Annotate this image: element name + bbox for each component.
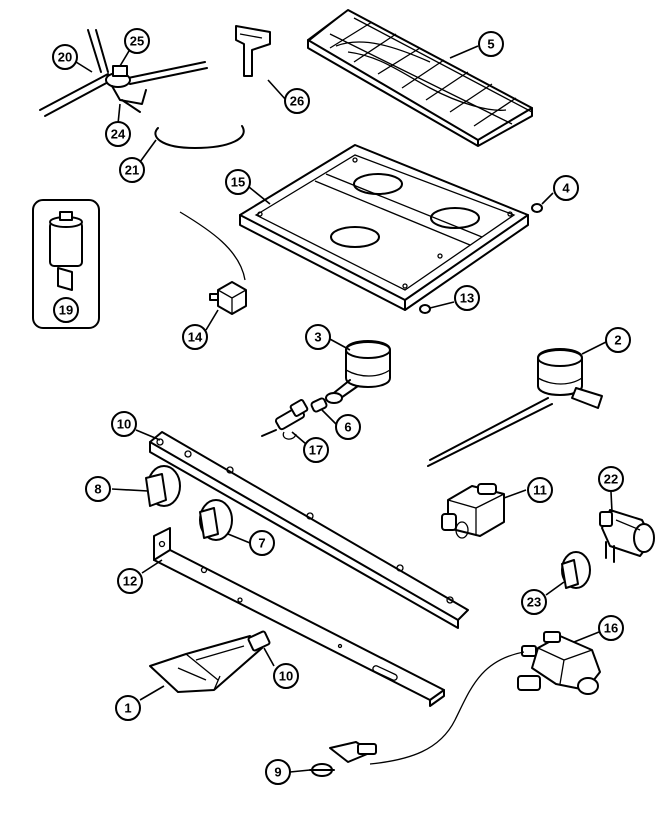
svg-text:14: 14 xyxy=(188,330,203,345)
cooktop xyxy=(239,144,529,311)
svg-text:8: 8 xyxy=(94,482,101,497)
svg-text:22: 22 xyxy=(604,472,618,487)
callout-10-upper: 10 xyxy=(111,411,137,437)
svg-text:16: 16 xyxy=(604,621,618,636)
callout-11: 11 xyxy=(527,477,553,503)
callout-25: 25 xyxy=(124,28,150,54)
callout-20: 20 xyxy=(52,44,78,70)
manifold-bracket xyxy=(149,431,469,629)
bracket xyxy=(235,25,271,77)
callout-21: 21 xyxy=(119,157,145,183)
svg-text:5: 5 xyxy=(487,37,494,52)
svg-text:25: 25 xyxy=(130,34,144,49)
burner-head-right xyxy=(427,348,603,467)
control-knob-23 xyxy=(561,551,591,589)
callout-8: 8 xyxy=(85,476,111,502)
callout-4: 4 xyxy=(553,175,579,201)
svg-text:17: 17 xyxy=(309,443,323,458)
orifice-cylinder-box xyxy=(32,199,100,329)
callout-3: 3 xyxy=(305,324,331,350)
control-knob-8 xyxy=(145,465,181,507)
thermocouple xyxy=(309,651,525,777)
callout-24: 24 xyxy=(105,121,131,147)
leader-lines xyxy=(75,45,613,773)
callout-14: 14 xyxy=(182,324,208,350)
callout-23: 23 xyxy=(521,589,547,615)
burner-head-left xyxy=(325,340,391,404)
svg-text:13: 13 xyxy=(460,291,474,306)
svg-text:21: 21 xyxy=(125,163,139,178)
callout-26: 26 xyxy=(284,88,310,114)
callout-5: 5 xyxy=(478,31,504,57)
svg-text:4: 4 xyxy=(562,181,570,196)
control-knob-7 xyxy=(199,499,233,541)
callout-6: 6 xyxy=(335,414,361,440)
nut xyxy=(531,203,543,213)
svg-text:26: 26 xyxy=(290,94,304,109)
burner-grate xyxy=(307,9,533,147)
igniter xyxy=(179,211,247,315)
svg-text:9: 9 xyxy=(274,765,281,780)
orifice-fitting xyxy=(310,397,328,413)
callout-22: 22 xyxy=(598,466,624,492)
callout-1: 1 xyxy=(115,695,141,721)
svg-text:19: 19 xyxy=(59,303,73,318)
svg-text:20: 20 xyxy=(58,50,72,65)
valve-bracket-plate xyxy=(149,630,271,693)
svg-text:10: 10 xyxy=(117,417,131,432)
callout-16: 16 xyxy=(598,615,624,641)
svg-text:15: 15 xyxy=(231,175,245,190)
callout-2: 2 xyxy=(605,327,631,353)
callout-12: 12 xyxy=(117,568,143,594)
callout-7: 7 xyxy=(249,530,275,556)
svg-text:1: 1 xyxy=(124,701,131,716)
pressure-regulator xyxy=(441,483,505,539)
wire-clip xyxy=(154,125,245,149)
callout-15: 15 xyxy=(225,169,251,195)
lower-panel xyxy=(153,527,445,707)
gas-valve xyxy=(517,631,601,695)
svg-text:6: 6 xyxy=(344,420,351,435)
callout-17: 17 xyxy=(303,437,329,463)
burner-spreader-assembly xyxy=(39,29,208,117)
svg-text:7: 7 xyxy=(258,536,265,551)
screw xyxy=(419,304,431,314)
callout-10-lower: 10 xyxy=(273,663,299,689)
svg-text:2: 2 xyxy=(614,333,621,348)
svg-text:23: 23 xyxy=(527,595,541,610)
svg-text:12: 12 xyxy=(123,574,137,589)
callout-13: 13 xyxy=(454,285,480,311)
callout-9: 9 xyxy=(265,759,291,785)
valve-stem xyxy=(261,399,309,440)
svg-text:11: 11 xyxy=(533,483,547,498)
svg-text:10: 10 xyxy=(279,669,293,684)
solenoid-valve xyxy=(599,509,655,563)
callout-19: 19 xyxy=(53,297,79,323)
svg-text:3: 3 xyxy=(314,330,321,345)
svg-text:24: 24 xyxy=(111,127,126,142)
